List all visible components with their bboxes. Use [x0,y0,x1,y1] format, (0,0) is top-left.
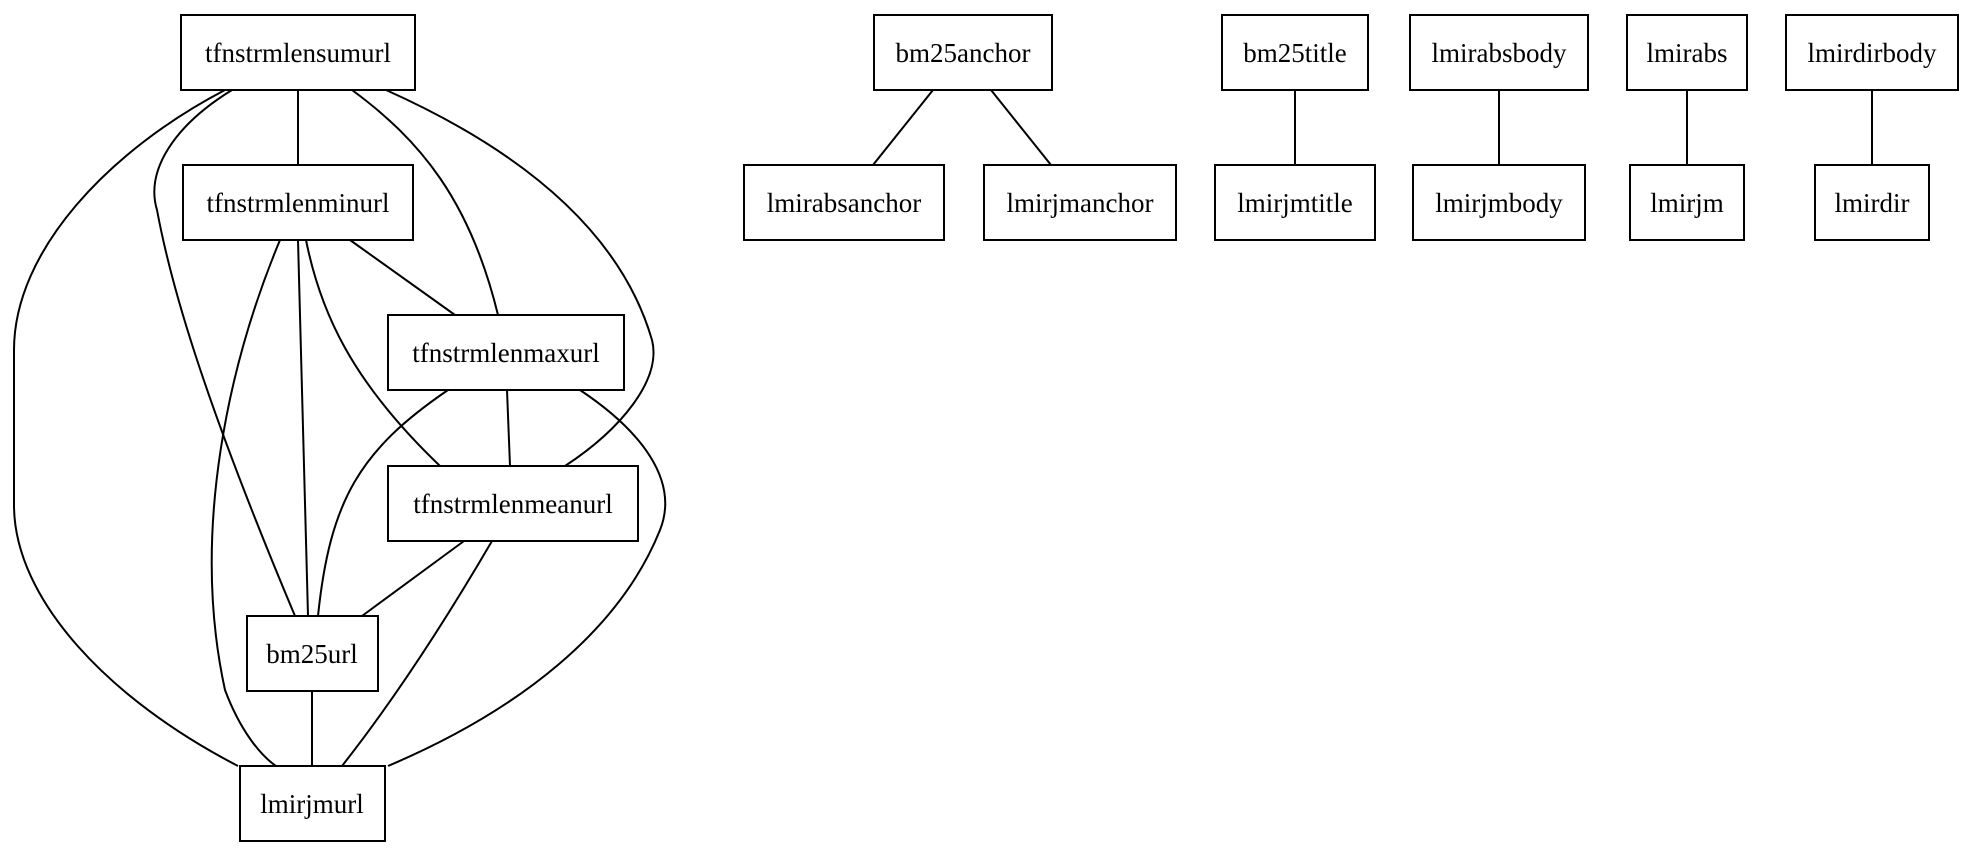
node-label: lmirjmbody [1435,188,1563,218]
edge-tfnstrmlensumurl-lmirjmurl [13,89,239,767]
node-label: tfnstrmlensumurl [205,38,391,68]
node-lmirjmtitle[interactable]: lmirjmtitle [1214,164,1376,241]
edge-tfnstrmlenmeanurl-bm25url [361,540,465,617]
node-lmirjmanchor[interactable]: lmirjmanchor [983,164,1177,241]
node-label: tfnstrmlenmeanurl [413,489,612,519]
node-lmirjm[interactable]: lmirjm [1629,164,1745,241]
edges [13,89,1873,767]
edge-tfnstrmlenmaxurl-tfnstrmlenmeanurl [506,389,511,467]
node-label: lmirabs [1647,38,1728,68]
node-label: lmirabsanchor [767,188,921,218]
node-lmirjmbody[interactable]: lmirjmbody [1412,164,1586,241]
node-lmirdir[interactable]: lmirdir [1814,164,1930,241]
edge-tfnstrmlenminurl-tfnstrmlenmeanurl [305,239,441,467]
node-label: lmirdirbody [1808,38,1937,68]
node-label: bm25url [266,639,358,669]
node-bm25url[interactable]: bm25url [246,615,379,692]
edge-tfnstrmlenminurl-bm25url [297,239,309,617]
node-lmirdirbody[interactable]: lmirdirbody [1785,14,1959,91]
node-label: lmirdir [1835,188,1910,218]
node-bm25title[interactable]: bm25title [1221,14,1369,91]
node-bm25anchor[interactable]: bm25anchor [873,14,1053,91]
node-label: lmirjmtitle [1237,188,1353,218]
node-lmirabs[interactable]: lmirabs [1626,14,1748,91]
edge-tfnstrmlenminurl-tfnstrmlenmaxurl [349,239,456,316]
node-label: lmirjmurl [260,789,364,819]
node-label: lmirabsbody [1432,38,1567,68]
node-tfnstrmlenminurl[interactable]: tfnstrmlenminurl [182,164,414,241]
edge-bm25anchor-lmirjmanchor [990,89,1052,166]
edge-tfnstrmlensumurl-tfnstrmlenmeanurl [385,89,655,467]
edge-bm25anchor-lmirabsanchor [872,89,934,166]
edge-tfnstrmlenmaxurl-lmirjmurl [387,389,667,767]
node-lmirabsbody[interactable]: lmirabsbody [1409,14,1589,91]
edge-tfnstrmlenminurl-lmirjmurl [210,239,281,767]
node-label: tfnstrmlenmaxurl [412,338,599,368]
node-label: lmirjmanchor [1007,188,1154,218]
node-lmirabsanchor[interactable]: lmirabsanchor [743,164,945,241]
edge-tfnstrmlenmeanurl-lmirjmurl [341,540,493,767]
nodes: tfnstrmlensumurl tfnstrmlenminurl tfnstr… [180,14,1959,842]
edge-tfnstrmlenmaxurl-bm25url [317,389,449,617]
node-tfnstrmlenmeanurl[interactable]: tfnstrmlenmeanurl [387,465,639,542]
node-label: tfnstrmlenminurl [207,188,390,218]
node-lmirjmurl[interactable]: lmirjmurl [239,765,386,842]
node-label: bm25title [1243,38,1347,68]
edge-tfnstrmlensumurl-tfnstrmlenmaxurl [351,89,499,316]
node-label: bm25anchor [896,38,1031,68]
edge-tfnstrmlensumurl-bm25url [153,89,296,617]
node-tfnstrmlensumurl[interactable]: tfnstrmlensumurl [180,14,416,91]
node-tfnstrmlenmaxurl[interactable]: tfnstrmlenmaxurl [387,314,625,391]
node-label: lmirjm [1650,188,1724,218]
